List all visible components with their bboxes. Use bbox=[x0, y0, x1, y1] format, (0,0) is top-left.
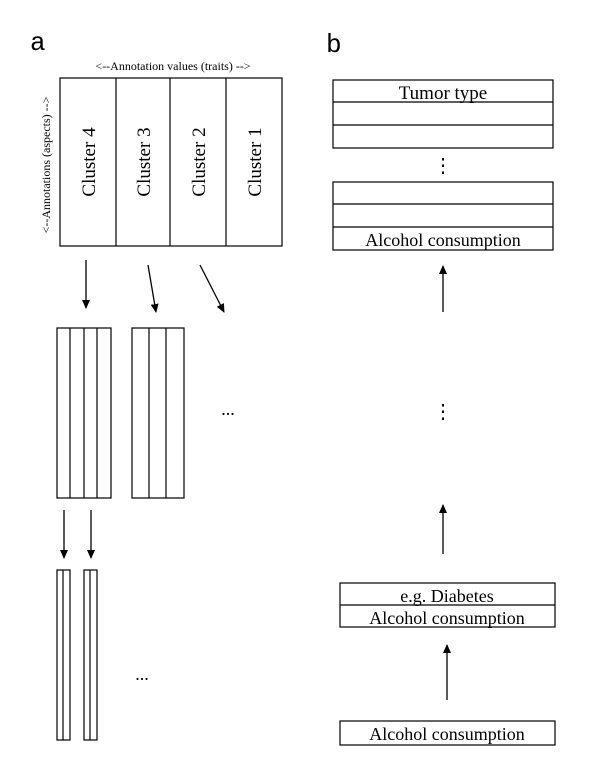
bottom-bar-left bbox=[56, 569, 71, 741]
second-stack-row-3: Alcohol consumption bbox=[365, 230, 521, 250]
vdots-top: ⋮ bbox=[433, 155, 453, 177]
cluster-table: Cluster 4 Cluster 3 Cluster 2 Cluster 1 bbox=[59, 77, 283, 247]
traits-header: <--Annotation values (traits) --> bbox=[95, 59, 250, 73]
panel-b-label: b bbox=[326, 30, 342, 60]
bottom-bar-right bbox=[83, 569, 98, 741]
panel-a-label: a bbox=[30, 28, 46, 58]
cluster-label-1: Cluster 1 bbox=[245, 127, 266, 196]
ellipsis-bottom: ... bbox=[135, 664, 149, 684]
lower-stack: e.g. Diabetes Alcohol consumption bbox=[339, 582, 556, 628]
middle-block-right bbox=[131, 327, 185, 499]
middle-block-left bbox=[56, 327, 112, 499]
aspects-header: <--Annotations (aspects) --> bbox=[39, 96, 53, 233]
bottom-box: Alcohol consumption bbox=[339, 720, 556, 746]
cluster-table-frame bbox=[59, 77, 283, 247]
arrow-cluster2-down bbox=[199, 264, 225, 313]
lower-stack-row-2: Alcohol consumption bbox=[369, 608, 525, 628]
second-stack: Alcohol consumption bbox=[332, 181, 554, 251]
ellipsis-middle: ... bbox=[221, 399, 235, 419]
cluster-label-4: Cluster 4 bbox=[79, 127, 100, 197]
arrow-cluster3-down bbox=[147, 264, 159, 313]
top-stack: Tumor type bbox=[332, 79, 554, 149]
cluster-label-3: Cluster 3 bbox=[134, 127, 155, 196]
lower-stack-row-1: e.g. Diabetes bbox=[400, 586, 493, 606]
bottom-box-label: Alcohol consumption bbox=[369, 724, 525, 744]
vdots-middle: ⋮ bbox=[433, 401, 453, 423]
cluster-label-2: Cluster 2 bbox=[189, 127, 210, 196]
top-stack-row-1: Tumor type bbox=[399, 83, 488, 104]
